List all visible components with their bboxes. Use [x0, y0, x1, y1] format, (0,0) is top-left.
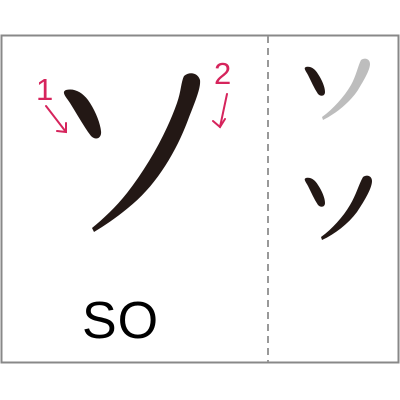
stroke-number-1: 1: [36, 72, 54, 107]
step1-stroke-1: [304, 66, 325, 96]
step1-stroke-2-faded: [322, 58, 370, 120]
stroke-number-2: 2: [214, 56, 232, 91]
step2-stroke-2: [321, 175, 372, 240]
large-stroke-2: [92, 73, 201, 233]
card-frame: [0, 34, 400, 364]
large-stroke-1: [63, 89, 102, 139]
arrow-down-right-icon: [45, 105, 67, 134]
romaji-label: SO: [82, 292, 160, 350]
arrow-down-icon: [212, 93, 228, 129]
step2-stroke-1: [304, 177, 325, 207]
